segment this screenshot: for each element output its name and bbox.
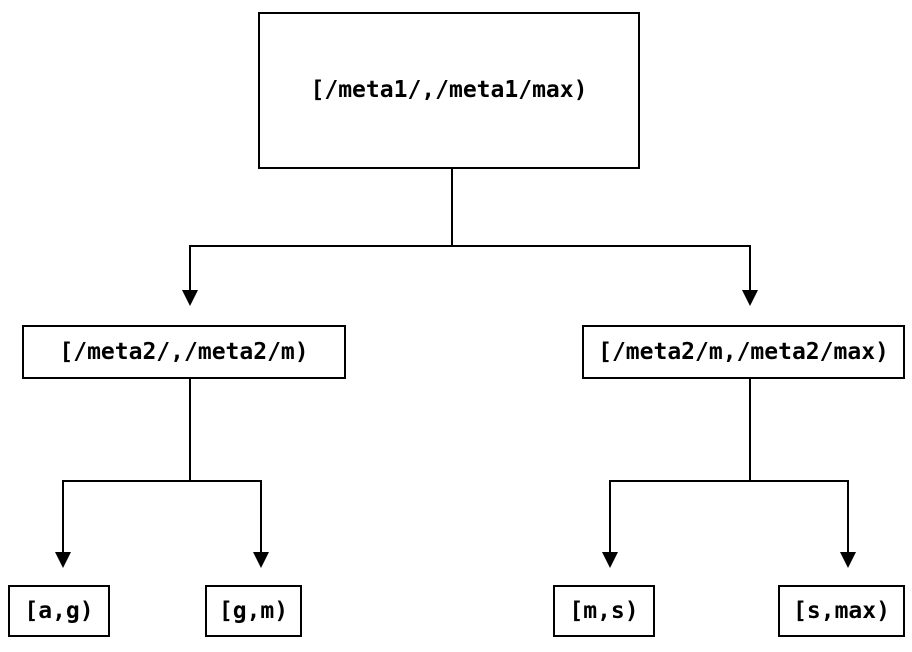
leaf-node-g-m: [g,m): [205, 585, 302, 637]
arrowhead-down-icon: [840, 552, 856, 568]
node-meta2-upper-range: [/meta2/m,/meta2/max): [582, 325, 905, 379]
node-root-meta1-range: [/meta1/,/meta1/max): [258, 12, 640, 169]
edge-root-to-left-child: [182, 169, 453, 306]
leaf-node-a-g: [a,g): [8, 585, 110, 637]
edge-right-to-leaf-smax: [749, 379, 856, 568]
arrowhead-down-icon: [253, 552, 269, 568]
arrowhead-down-icon: [602, 552, 618, 568]
leaf-node-m-s: [m,s): [553, 585, 655, 637]
leaf-node-s-max: [s,max): [778, 585, 905, 637]
arrowhead-down-icon: [182, 290, 198, 306]
edge-right-to-leaf-ms: [602, 379, 751, 568]
edge-left-to-leaf-ag: [55, 379, 191, 568]
edge-root-to-right-child: [451, 169, 758, 306]
node-meta2-lower-range: [/meta2/,/meta2/m): [22, 325, 346, 379]
edge-left-to-leaf-gm: [189, 379, 269, 568]
arrowhead-down-icon: [55, 552, 71, 568]
arrowhead-down-icon: [742, 290, 758, 306]
